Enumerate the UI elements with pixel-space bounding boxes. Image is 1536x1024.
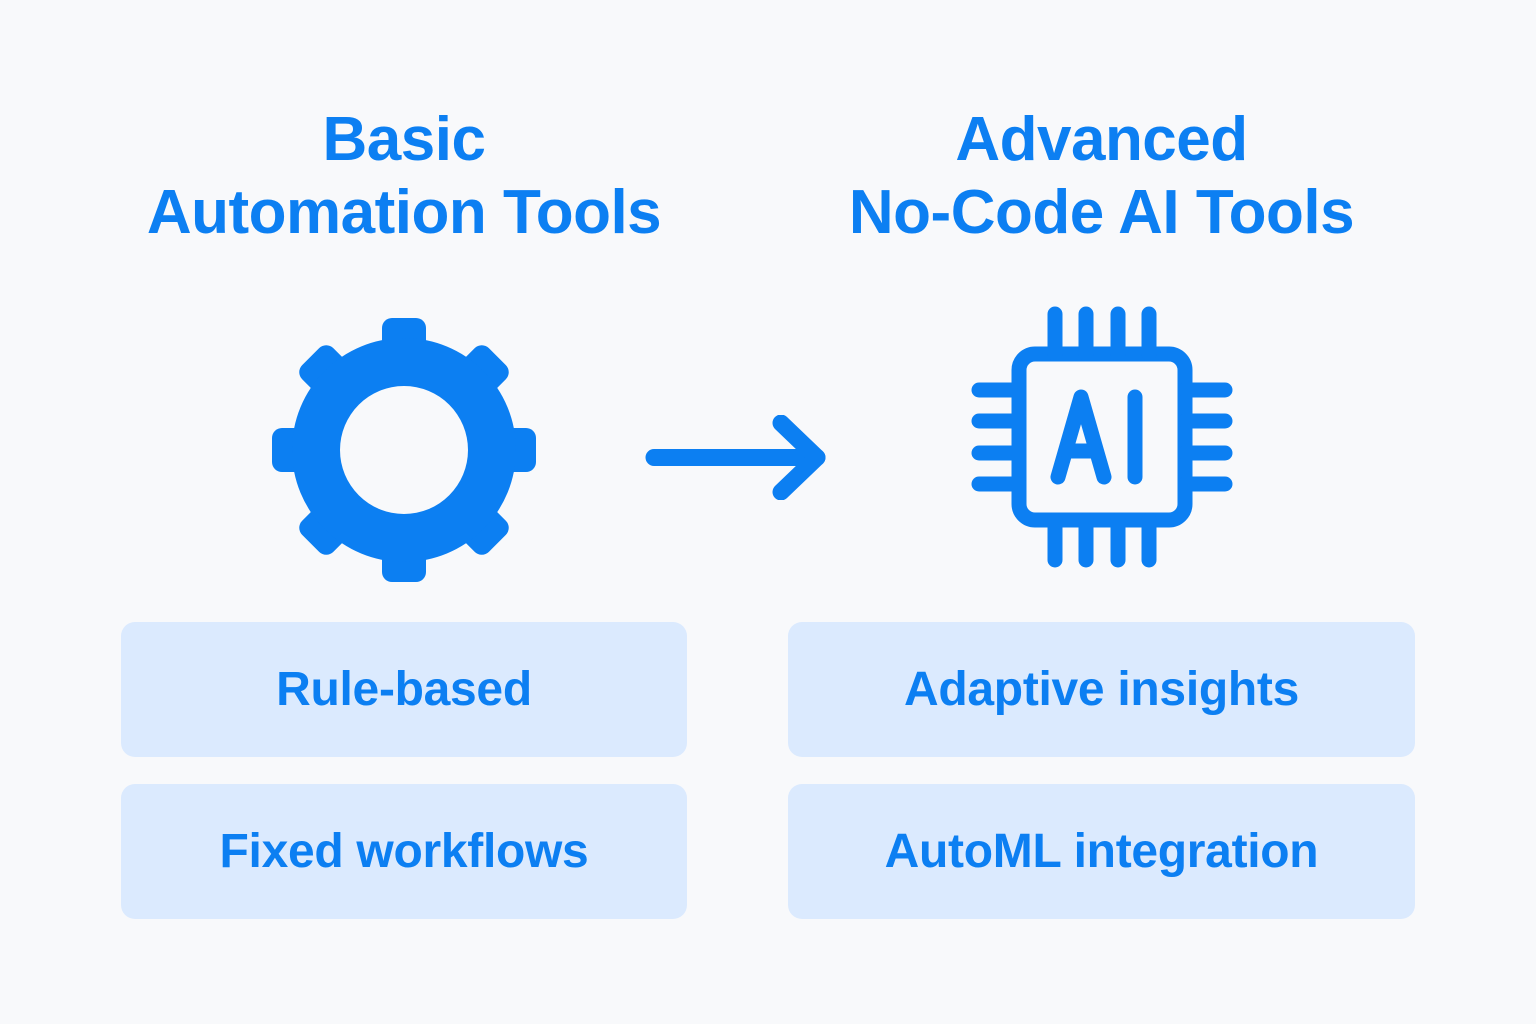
arrow-container	[645, 414, 840, 501]
right-heading-line-1: Advanced	[955, 105, 1248, 174]
feature-pill-adaptive-insights[interactable]: Adaptive insights	[788, 622, 1415, 757]
left-heading-line-1: Basic	[322, 105, 486, 174]
gear-icon-container	[121, 300, 687, 600]
feature-pill-label: Adaptive insights	[904, 663, 1299, 716]
gear-icon	[272, 318, 536, 582]
left-column-heading: Basic Automation Tools	[81, 103, 727, 249]
feature-pill-automl-integration[interactable]: AutoML integration	[788, 784, 1415, 919]
left-heading-line-2: Automation Tools	[146, 178, 662, 248]
ai-chip-icon	[971, 306, 1232, 568]
feature-pill-label: Rule-based	[276, 663, 532, 716]
right-column-heading: Advanced No-Code AI Tools	[748, 103, 1455, 249]
right-heading-line-2: No-Code AI Tools	[848, 178, 1355, 248]
ai-chip-icon-container	[788, 287, 1415, 587]
feature-pill-label: AutoML integration	[884, 825, 1319, 878]
right-column-advanced-ai: Advanced No-Code AI Tools	[788, 0, 1415, 1024]
left-column-basic-automation: Basic Automation Tools	[121, 0, 687, 1024]
feature-pill-rule-based[interactable]: Rule-based	[121, 622, 687, 757]
arrow-right-icon	[645, 414, 826, 501]
feature-pill-fixed-workflows[interactable]: Fixed workflows	[121, 784, 687, 919]
feature-pill-label: Fixed workflows	[219, 825, 589, 878]
